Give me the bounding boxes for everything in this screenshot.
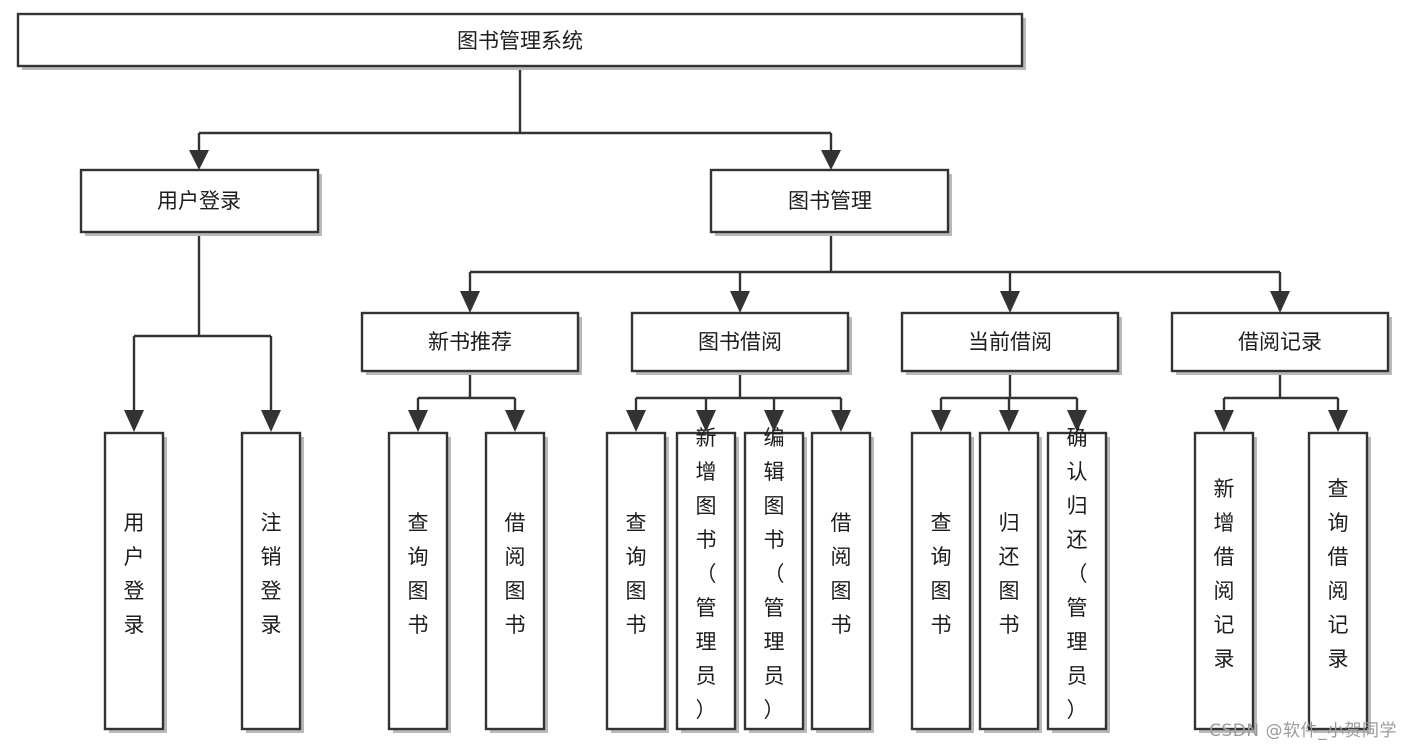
node-book-management-box[interactable] xyxy=(709,168,950,234)
arrow-head-currentborrow-leaf-2 xyxy=(999,410,1019,432)
leaf-book-borrow-edit[interactable]: 编辑图书（管理员） xyxy=(743,426,807,733)
arrow-head-leaf-user-login xyxy=(124,410,144,432)
arrow-head-currentborrow-leaf-1 xyxy=(931,410,951,432)
arrow-head-new-book-recommend xyxy=(460,291,480,313)
leaf-borrow-records-add-box[interactable] xyxy=(1193,431,1255,731)
node-root-label: 图书管理系统 xyxy=(457,29,583,53)
node-user-login-label: 用户登录 xyxy=(157,189,241,213)
leaf-current-borrow-query-label: 查询图书 xyxy=(931,511,952,637)
leaf-new-book-query[interactable]: 查询图书 xyxy=(387,431,451,733)
arrow-head-newbook-leaf-2 xyxy=(505,410,525,432)
leaf-borrow-records-query-label: 查询借阅记录 xyxy=(1328,477,1349,671)
arrow-head-book-borrow xyxy=(730,291,750,313)
arrow-head-bookborrow-leaf-1 xyxy=(626,410,646,432)
arrow-head-book-mgmt xyxy=(821,150,841,170)
arrow-head-current-borrow xyxy=(1000,291,1020,313)
node-user-login-box[interactable] xyxy=(79,168,320,234)
leaf-book-borrow-add-box[interactable] xyxy=(675,431,737,731)
leaf-current-borrow-confirm-label: 确认归还（管理员） xyxy=(1067,426,1088,722)
arrow-head-borrowrecords-leaf-1 xyxy=(1214,410,1234,432)
leaf-book-borrow-query[interactable]: 查询图书 xyxy=(605,431,669,733)
leaf-book-borrow-add-label: 新增图书（管理员） xyxy=(696,426,717,722)
arrow-head-bookborrow-leaf-4 xyxy=(831,410,851,432)
arrow-head-bookborrow-leaf-2 xyxy=(696,410,716,432)
leaf-current-borrow-return-label: 归还图书 xyxy=(999,511,1020,637)
leaf-book-borrow-borrow-box[interactable] xyxy=(810,431,872,731)
node-book-management[interactable]: 图书管理 xyxy=(709,168,952,236)
leaf-book-borrow-borrow-label: 借阅图书 xyxy=(831,511,852,637)
leaf-borrow-records-add[interactable]: 新增借阅记录 xyxy=(1193,431,1257,733)
node-current-borrow-label: 当前借阅 xyxy=(968,330,1052,354)
node-book-borrow-label: 图书借阅 xyxy=(698,330,782,354)
node-root[interactable]: 图书管理系统 xyxy=(16,12,1026,70)
arrow-head-borrow-records xyxy=(1270,291,1290,313)
leaf-current-borrow-confirm-box[interactable] xyxy=(1046,431,1108,731)
leaf-user-login-login-box[interactable] xyxy=(103,431,165,731)
arrow-head-user-login xyxy=(189,150,209,170)
leaf-book-borrow-edit-label: 编辑图书（管理员） xyxy=(764,426,785,722)
node-book-borrow[interactable]: 图书借阅 xyxy=(630,311,852,375)
node-user-login[interactable]: 用户登录 xyxy=(79,168,322,236)
node-new-book-recommend-box[interactable] xyxy=(360,311,580,373)
node-book-borrow-box[interactable] xyxy=(630,311,850,373)
leaf-borrow-records-add-label: 新增借阅记录 xyxy=(1214,477,1235,671)
leaf-new-book-borrow-box[interactable] xyxy=(484,431,546,731)
arrow-head-borrowrecords-leaf-2 xyxy=(1328,410,1348,432)
node-new-book-recommend-label: 新书推荐 xyxy=(428,330,512,354)
connector-layer xyxy=(124,66,1348,432)
leaf-user-login-logout[interactable]: 注销登录 xyxy=(240,431,304,733)
leaf-current-borrow-confirm[interactable]: 确认归还（管理员） xyxy=(1046,426,1110,733)
node-book-management-label: 图书管理 xyxy=(788,189,872,213)
arrow-head-bookborrow-leaf-3 xyxy=(764,410,784,432)
arrow-head-newbook-leaf-1 xyxy=(408,410,428,432)
leaf-current-borrow-query-box[interactable] xyxy=(910,431,972,731)
leaf-book-borrow-edit-box[interactable] xyxy=(743,431,805,731)
leaf-book-borrow-add[interactable]: 新增图书（管理员） xyxy=(675,426,739,733)
leaf-user-login-login[interactable]: 用户登录 xyxy=(103,431,167,733)
leaf-user-login-logout-label: 注销登录 xyxy=(261,511,282,637)
node-borrow-records[interactable]: 借阅记录 xyxy=(1170,311,1392,375)
leaf-new-book-borrow[interactable]: 借阅图书 xyxy=(484,431,548,733)
leaf-book-borrow-query-box[interactable] xyxy=(605,431,667,731)
leaf-book-borrow-query-label: 查询图书 xyxy=(626,511,647,637)
node-current-borrow[interactable]: 当前借阅 xyxy=(900,311,1122,375)
arrow-head-leaf-logout xyxy=(261,410,281,432)
leaf-new-book-borrow-label: 借阅图书 xyxy=(505,511,526,637)
node-new-book-recommend[interactable]: 新书推荐 xyxy=(360,311,582,375)
node-borrow-records-label: 借阅记录 xyxy=(1238,330,1322,354)
node-current-borrow-box[interactable] xyxy=(900,311,1120,373)
leaf-current-borrow-return[interactable]: 归还图书 xyxy=(978,431,1042,733)
node-borrow-records-box[interactable] xyxy=(1170,311,1390,373)
arrow-head-currentborrow-leaf-3 xyxy=(1067,410,1087,432)
leaf-borrow-records-query[interactable]: 查询借阅记录 xyxy=(1307,431,1371,733)
leaf-current-borrow-query[interactable]: 查询图书 xyxy=(910,431,974,733)
node-root-box[interactable] xyxy=(16,12,1024,68)
leaf-borrow-records-query-box[interactable] xyxy=(1307,431,1369,731)
leaf-user-login-login-label: 用户登录 xyxy=(124,511,145,637)
leaf-book-borrow-borrow[interactable]: 借阅图书 xyxy=(810,431,874,733)
leaf-new-book-query-label: 查询图书 xyxy=(408,511,429,637)
leaf-current-borrow-return-box[interactable] xyxy=(978,431,1040,731)
leaf-new-book-query-box[interactable] xyxy=(387,431,449,731)
leaf-user-login-logout-box[interactable] xyxy=(240,431,302,731)
